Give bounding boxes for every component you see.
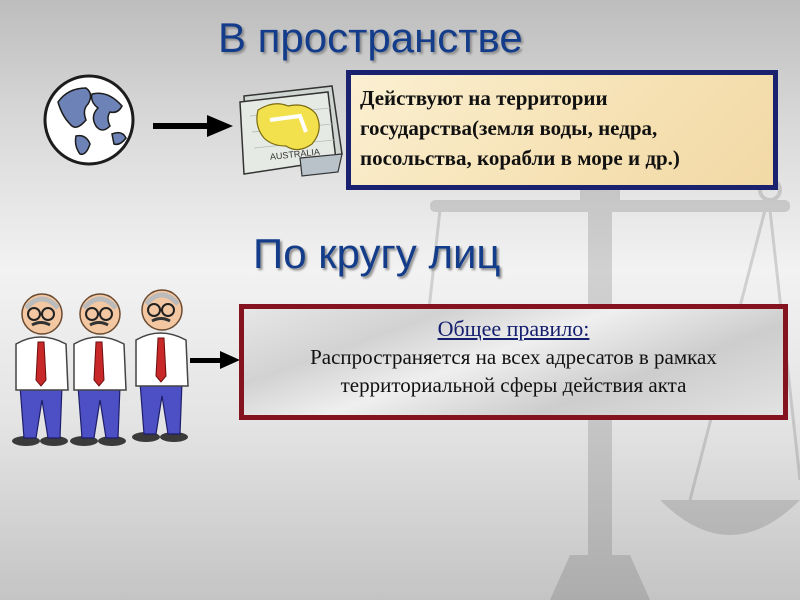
general-rule-line-1: Распространяется на всех адресатов в рам… <box>310 345 717 369</box>
territory-box: Действуют на территории государства(земл… <box>346 70 778 190</box>
territory-text-line-2: государства(земля воды, недра, <box>360 116 658 140</box>
general-rule-box: Общее правило: Распространяется на всех … <box>239 304 788 420</box>
general-rule-line-2: территориальной сферы действия акта <box>340 373 687 397</box>
section-title-persons: По кругу лиц <box>253 230 501 277</box>
businessmen-icon <box>12 288 197 448</box>
territory-text-line-1: Действуют на территории <box>360 86 608 110</box>
section-title-space: В пространстве <box>218 14 523 61</box>
general-rule-header: Общее правило: <box>437 316 590 341</box>
arrow-right-icon <box>190 351 240 369</box>
arrow-right-icon <box>153 115 233 137</box>
territory-text-line-3: посольства, корабли в море и др.) <box>360 146 680 170</box>
globe-icon <box>43 74 135 166</box>
map-icon: AUSTRALIA <box>239 85 343 177</box>
